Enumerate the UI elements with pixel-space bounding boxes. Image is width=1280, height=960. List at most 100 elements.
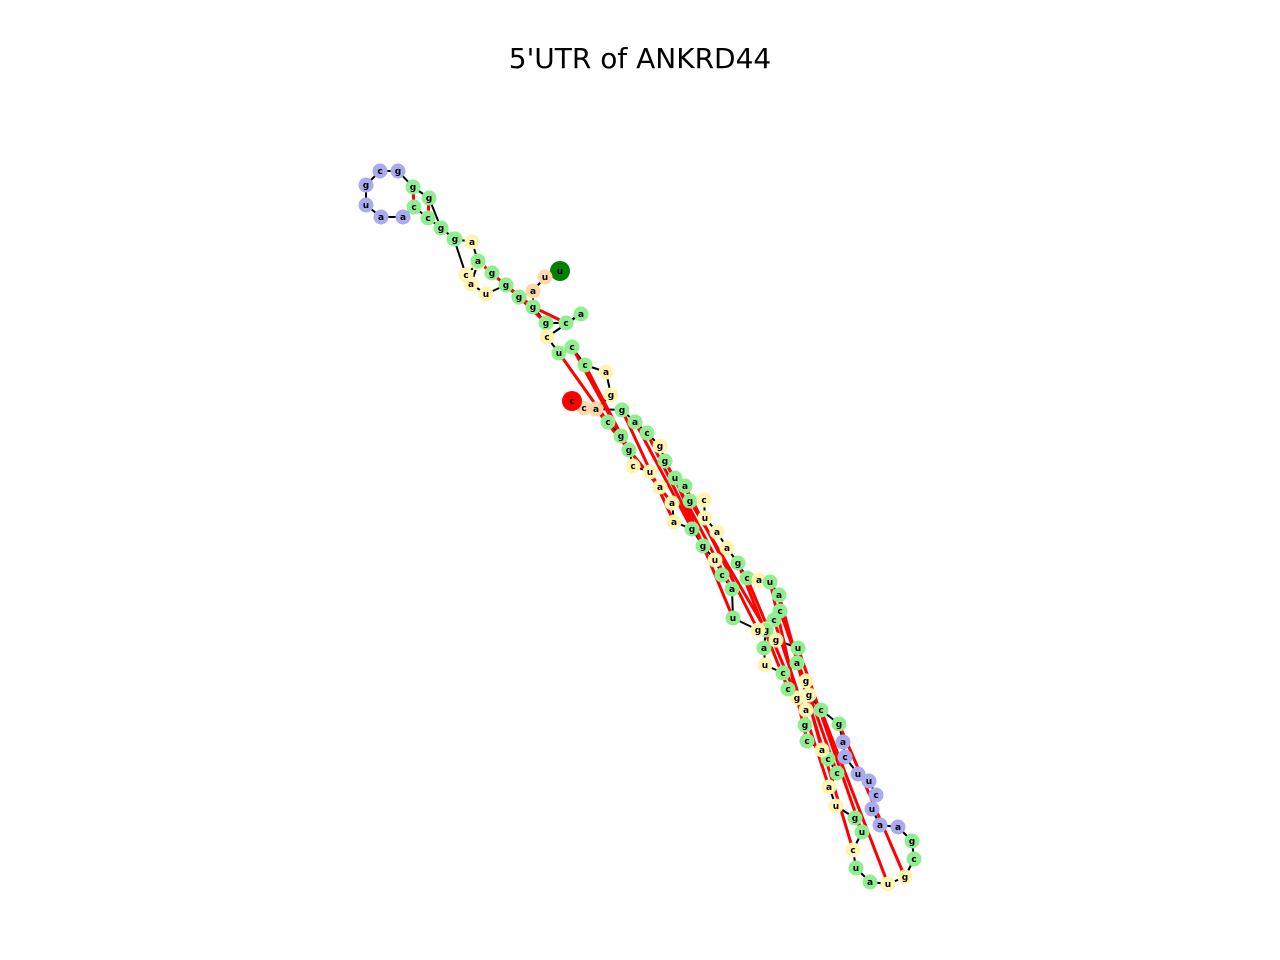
nucleotide-layer: uuagccuaccgcccaaugcgggggaagggggcacuccagu… — [358, 163, 922, 892]
nucleotide-letter: u — [869, 805, 875, 815]
nucleotide-letter: g — [794, 694, 800, 704]
nucleotide-letter: c — [825, 755, 830, 765]
nucleotide-letter: u — [762, 661, 768, 671]
nucleotide-letter: c — [563, 319, 568, 329]
nucleotide-circle — [667, 470, 683, 486]
nucleotide: u — [478, 286, 494, 302]
nucleotide-letter: u — [556, 349, 562, 359]
nucleotide-circle — [757, 657, 773, 673]
nucleotide-letter: a — [669, 499, 675, 509]
nucleotide-letter: c — [834, 769, 839, 779]
nucleotide: a — [666, 514, 682, 530]
nucleotide: a — [890, 819, 906, 835]
nucleotide: c — [813, 702, 829, 718]
nucleotide: g — [405, 179, 421, 195]
nucleotide-circle — [358, 177, 374, 193]
nucleotide-letter: c — [569, 397, 574, 407]
nucleotide-letter: g — [426, 194, 432, 204]
nucleotide-letter: g — [410, 183, 416, 193]
nucleotide: c — [562, 391, 582, 411]
diagram-title: 5'UTR of ANKRD44 — [508, 42, 772, 75]
nucleotide-letter: c — [744, 574, 749, 584]
nucleotide-circle — [821, 779, 837, 795]
base-pair-bond — [477, 259, 520, 299]
nucleotide: g — [750, 622, 766, 638]
nucleotide-circle — [373, 209, 389, 225]
nucleotide-letter: g — [909, 837, 915, 847]
nucleotide-letter: a — [475, 257, 481, 267]
nucleotide-letter: g — [503, 281, 509, 291]
base-pair-bond — [819, 709, 890, 885]
nucleotide: c — [906, 851, 922, 867]
nucleotide: g — [682, 493, 698, 509]
nucleotide: c — [837, 749, 853, 765]
nucleotide-circle — [458, 267, 474, 283]
nucleotide-letter: a — [776, 591, 782, 601]
nucleotide-letter: g — [755, 626, 761, 636]
nucleotide-letter: a — [530, 287, 536, 297]
nucleotide-letter: a — [468, 280, 474, 290]
nucleotide: c — [829, 765, 845, 781]
nucleotide-circle — [372, 163, 388, 179]
nucleotide-letter: a — [877, 821, 883, 831]
nucleotide: a — [872, 817, 888, 833]
nucleotide-letter: g — [689, 525, 695, 535]
nucleotide-circle — [598, 364, 614, 380]
nucleotide-letter: u — [853, 864, 859, 874]
nucleotide-letter: a — [819, 746, 825, 756]
nucleotide: c — [639, 425, 655, 441]
nucleotide-circle — [771, 587, 787, 603]
nucleotide-circle — [484, 265, 500, 281]
nucleotide: g — [525, 299, 541, 315]
nucleotide: a — [470, 253, 486, 269]
nucleotide-circle — [577, 357, 593, 373]
nucleotide-circle — [498, 277, 514, 293]
nucleotide: a — [821, 779, 837, 795]
nucleotide: u — [848, 860, 864, 876]
nucleotide: a — [862, 874, 878, 890]
nucleotide: u — [642, 464, 658, 480]
nucleotide-circle — [750, 622, 766, 638]
nucleotide: u — [864, 801, 880, 817]
nucleotide-letter: c — [582, 361, 587, 371]
nucleotide-letter: a — [714, 528, 720, 538]
nucleotide-letter: g — [662, 457, 668, 467]
nucleotide: c — [625, 458, 641, 474]
nucleotide: c — [539, 329, 555, 345]
nucleotide-circle — [775, 665, 791, 681]
nucleotide-letter: u — [702, 514, 708, 524]
nucleotide-circle — [780, 681, 796, 697]
nucleotide: u — [725, 610, 741, 626]
nucleotide-circle — [798, 702, 814, 718]
nucleotide: a — [677, 478, 693, 494]
nucleotide-letter: g — [395, 167, 401, 177]
nucleotide-circle — [719, 540, 735, 556]
nucleotide-circle — [405, 179, 421, 195]
nucleotide: c — [564, 339, 580, 355]
nucleotide-letter: g — [516, 293, 522, 303]
nucleotide-letter: a — [378, 213, 384, 223]
nucleotide-circle — [621, 442, 637, 458]
nucleotide-letter: u — [712, 556, 718, 566]
nucleotide-circle — [725, 610, 741, 626]
nucleotide-letter: u — [557, 267, 563, 277]
nucleotide-letter: a — [578, 310, 584, 320]
nucleotide-letter: g — [619, 406, 625, 416]
nucleotide-circle — [625, 458, 641, 474]
nucleotide-circle — [539, 329, 555, 345]
nucleotide-letter: c — [818, 706, 823, 716]
nucleotide-circle — [464, 234, 480, 250]
nucleotide: c — [739, 570, 755, 586]
nucleotide-letter: a — [729, 585, 735, 595]
nucleotide-letter: u — [483, 290, 489, 300]
nucleotide-letter: c — [411, 203, 416, 213]
nucleotide-circle — [880, 876, 896, 892]
nucleotide: c — [420, 210, 436, 226]
nucleotide-circle — [730, 555, 746, 571]
nucleotide-circle — [682, 493, 698, 509]
nucleotide-circle — [537, 269, 553, 285]
nucleotide-letter: a — [593, 405, 599, 415]
nucleotide: g — [511, 289, 527, 305]
nucleotide-letter: u — [859, 828, 865, 838]
